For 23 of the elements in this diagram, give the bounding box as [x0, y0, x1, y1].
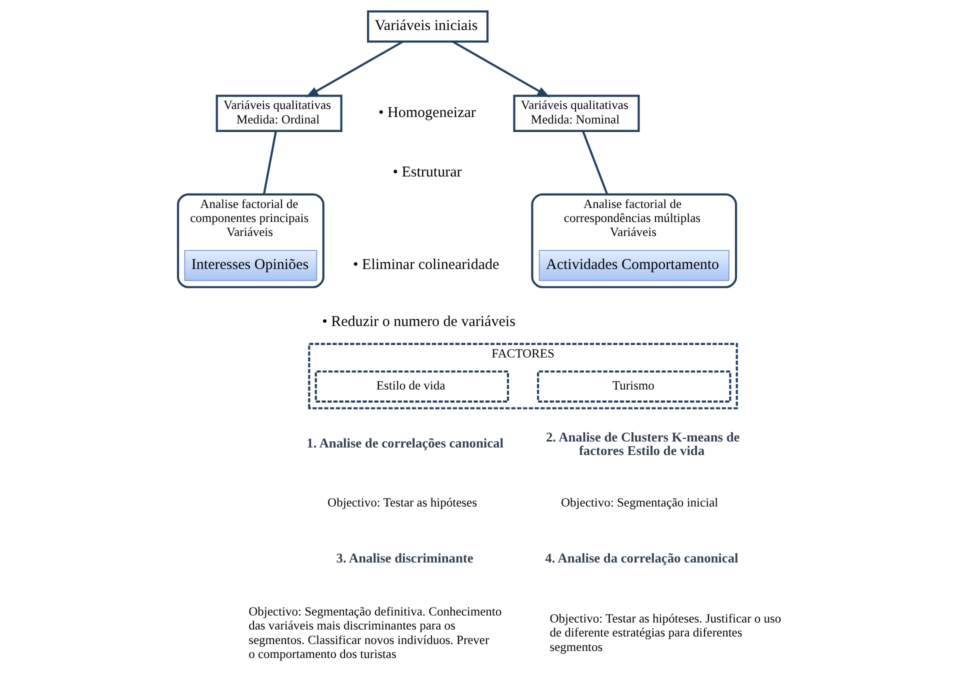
label: Objectivo: Testar as hipóteses. Justificar o uso de diferente estratégias para diferentes segmentos — [549, 612, 781, 654]
label: • Estruturar — [392, 164, 462, 180]
node-box: Turismo — [536, 370, 731, 403]
node-box: Variáveis iniciais — [366, 10, 488, 43]
arrow — [305, 40, 403, 98]
connector — [582, 130, 608, 195]
label: • Eliminar colinearidade — [352, 257, 499, 274]
label: 3. Analise discriminante — [336, 550, 473, 566]
node-box: Variáveis qualitativas Medida: Nominal — [512, 94, 640, 132]
label: 4. Analise da correlação canonical — [544, 550, 738, 566]
node-box: Estilo de vida — [314, 370, 509, 403]
label: Objectivo: Testar as hipóteses — [327, 495, 476, 510]
node-box: Interesses Opiniões — [184, 250, 317, 281]
node-box: Actividades Comportamento — [538, 250, 729, 281]
label: 2. Analise de Clusters K-means de factores Estilo de vida — [545, 429, 740, 458]
label: Objectivo: Segmentação definitiva. Conhecimento das variáveis mais discriminantes para os segmentos. Classificar novos indivíduos. Prever o comportamento dos turistas — [248, 604, 502, 662]
label: • Reduzir o numero de variáveis — [322, 314, 515, 330]
node-box: Variáveis qualitativas Medida: Ordinal — [215, 94, 342, 132]
arrow — [452, 40, 550, 98]
label: • Homogeneizar — [378, 105, 476, 122]
label: Objectivo: Segmentação inicial — [560, 495, 718, 510]
label: 1. Analise de correlações canonical — [306, 435, 503, 450]
connector — [262, 130, 276, 195]
